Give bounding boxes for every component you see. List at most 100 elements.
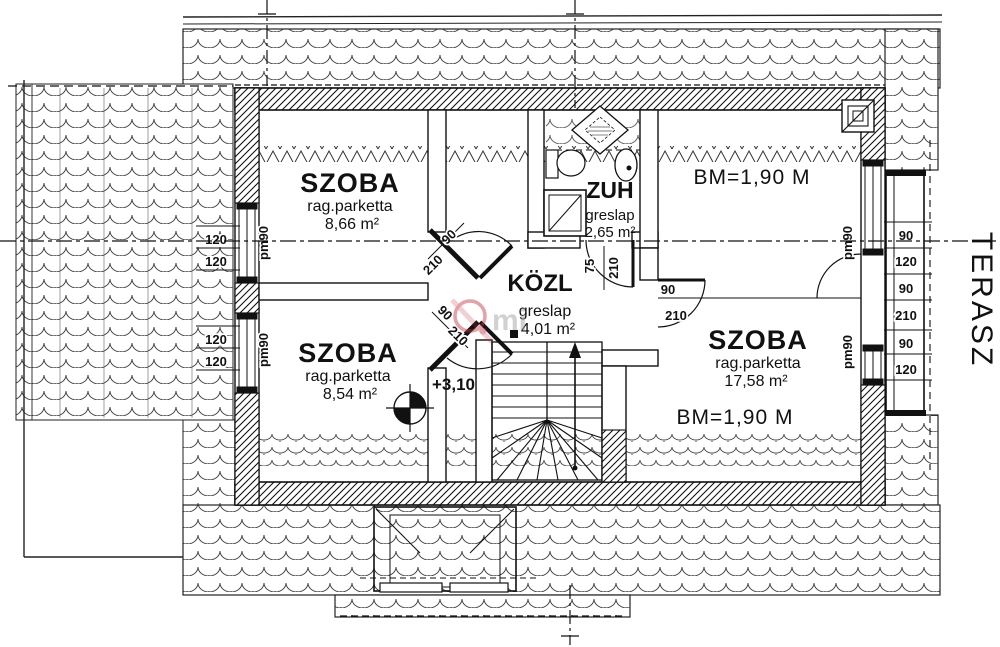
- dim-door-r-w: 90: [661, 282, 675, 297]
- kozl-floor: greslap: [519, 303, 572, 320]
- vent-fine-print: [588, 126, 612, 136]
- dim-left-top-2: 120: [205, 254, 227, 269]
- door-shower: [585, 239, 635, 288]
- elevation-marker: +3,10: [386, 375, 475, 432]
- dim-left-bottom-2: 120: [205, 354, 227, 369]
- roof-left-field: [15, 83, 234, 421]
- room2-name: SZOBA: [298, 338, 398, 368]
- terrace-balcony: TERASZ: [884, 140, 998, 470]
- room1-name: SZOBA: [300, 168, 400, 198]
- window-right-bottom: [862, 344, 884, 386]
- knee-wall-band-bottom: [259, 432, 861, 466]
- dim-door-sh-w: 75: [582, 259, 597, 273]
- wall-exterior-right: [860, 87, 886, 506]
- room1-area: 8,66 m²: [325, 216, 380, 233]
- terrace-label: TERASZ: [965, 232, 998, 368]
- roof-dormer-lower: [334, 594, 631, 618]
- dim-left-top-1: 120: [205, 232, 227, 247]
- stair-steps: [492, 351, 602, 419]
- bm-bottom-label: BM=1,90 M: [677, 406, 794, 429]
- window-left-top: [236, 202, 258, 284]
- toilet: [545, 149, 586, 179]
- porch-brace-right: [469, 508, 515, 554]
- room2-area: 8,54 m²: [323, 386, 378, 403]
- room2-floor: rag.parketta: [305, 368, 390, 385]
- stair-newel-marker: [510, 330, 518, 338]
- roof-bottom-left-block: [182, 419, 236, 506]
- staircase: [491, 330, 603, 481]
- bm-top-label: BM=1,90 M: [694, 166, 811, 189]
- wall-exterior-bottom: [234, 481, 886, 506]
- wall-left-rooms-lower: [427, 367, 447, 483]
- window-right-top: [862, 159, 884, 256]
- room-labels: SZOBA rag.parketta 8,66 m² SZOBA rag.par…: [298, 166, 811, 429]
- dim-pm90-left-top: pm90: [256, 226, 271, 260]
- knee-wall-band-top: [259, 146, 861, 162]
- doors: [446, 230, 862, 370]
- room3-name: SZOBA: [708, 325, 808, 355]
- right-stack-ticks: [884, 221, 932, 381]
- dim-pm90-left-bottom: pm90: [256, 333, 271, 367]
- dim-right-5: 90: [899, 336, 913, 351]
- dim-left-bottom-1: 120: [205, 332, 227, 347]
- zuh-floor: greslap: [585, 207, 634, 224]
- roof-ridge-line-2: [182, 21, 943, 25]
- kozl-name: KÖZL: [507, 270, 572, 297]
- dim-right-2: 120: [895, 254, 917, 269]
- door-bottom-left-room: [446, 320, 514, 370]
- watermark-logo-dot: [479, 327, 487, 335]
- shower-label: ZUH greslap 2,65 m²: [585, 177, 636, 241]
- roof-left-column-joints: [59, 88, 193, 418]
- vent-shaft: [571, 105, 629, 155]
- roof-top-band: [182, 28, 941, 89]
- watermark-logo-ring: [453, 299, 487, 333]
- door-balcony: [816, 253, 862, 299]
- left-dim-ticks: [196, 225, 240, 371]
- bathroom-fixtures: [543, 99, 875, 237]
- dim-door-r-h: 210: [665, 308, 687, 323]
- room1-floor: rag.parketta: [307, 198, 392, 215]
- wall-left-rooms-upper: [427, 109, 447, 233]
- watermark-text: mi: [492, 304, 527, 337]
- door-tl-tick: [427, 222, 465, 260]
- porch-brace-left: [375, 508, 421, 554]
- dim-right-6: 120: [895, 362, 917, 377]
- watermark: mi: [450, 298, 527, 344]
- zuh-area: 2,65 m²: [585, 224, 636, 241]
- elevation-value: +3,10: [432, 375, 475, 394]
- door-right-room: [657, 278, 706, 328]
- roof-right-upper: [884, 28, 939, 171]
- entry-porch: [360, 506, 540, 593]
- wall-stair-left: [475, 339, 493, 483]
- dim-pm90-right-top: pm90: [840, 226, 855, 260]
- shower-tray: [543, 189, 587, 237]
- room3-floor: rag.parketta: [715, 355, 800, 372]
- dim-right-4: 210: [895, 308, 917, 323]
- walls: [234, 87, 886, 506]
- wall-stair-jog: [601, 349, 659, 367]
- room-top-left-label: SZOBA rag.parketta 8,66 m²: [300, 168, 400, 233]
- balcony-cap-top: [884, 170, 926, 176]
- zuh-name: ZUH: [586, 177, 633, 203]
- wall-hall-right-upper: [639, 247, 659, 281]
- dim-pm90-right-bottom: pm90: [840, 335, 855, 369]
- wall-stair-right-hatch: [601, 429, 627, 483]
- wall-chamfer-top: [428, 228, 480, 280]
- roof-shingle-fields: [8, 14, 943, 618]
- door-bl-tick: [431, 311, 469, 349]
- chimney: [841, 99, 875, 133]
- roof-ridge-line: [182, 14, 943, 18]
- room-right-label: SZOBA rag.parketta 17,58 m²: [708, 325, 808, 390]
- porch-step-right: [449, 582, 509, 593]
- dim-door-sh-h: 210: [606, 257, 621, 279]
- wall-shower-left: [527, 109, 545, 249]
- roof-bottom-band: [182, 504, 941, 596]
- balcony-cap-bottom: [884, 410, 926, 416]
- wall-exterior-top: [234, 87, 886, 111]
- washbasin: [614, 148, 638, 182]
- hall-label: KÖZL greslap 4,01 m²: [507, 270, 575, 338]
- room3-area: 17,58 m²: [724, 373, 788, 390]
